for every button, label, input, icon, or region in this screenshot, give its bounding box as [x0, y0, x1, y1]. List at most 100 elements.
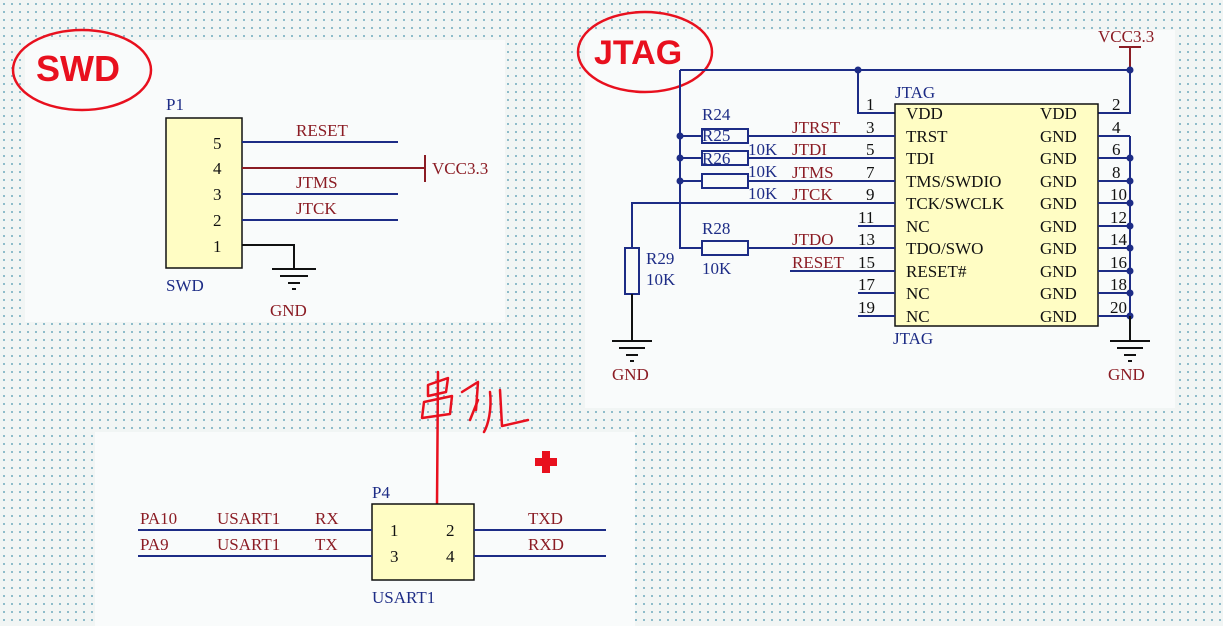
swd-pin-number: 5	[213, 134, 222, 153]
jtag-pin-number: 7	[866, 163, 875, 182]
jtag-pin-name: GND	[1040, 127, 1077, 146]
jtag-pin-name: VDD	[906, 104, 943, 123]
swd-net-label: RESET	[296, 121, 349, 140]
usart-footer: USART1	[372, 588, 435, 607]
swd-connector-body	[165, 117, 243, 269]
jtag-pin-number: 18	[1110, 275, 1127, 294]
jtag-pin-name: TMS/SWDIO	[906, 172, 1001, 191]
jtag-pin-number: 13	[858, 230, 875, 249]
swd-annotation-circle	[11, 28, 153, 112]
jtag-pin-name: TCK/SWCLK	[906, 194, 1005, 213]
jtag-pin-name: GND	[1040, 194, 1077, 213]
jtag-pin-number: 12	[1110, 208, 1127, 227]
jtag-pin-name: GND	[1040, 149, 1077, 168]
resistor-designator: R28	[702, 219, 730, 238]
resistor-r28	[701, 240, 749, 256]
jtag-pin-name: VDD	[1040, 104, 1077, 123]
jtag-net-label: JTCK	[792, 185, 833, 204]
jtag-pin-number: 16	[1110, 253, 1127, 272]
jtag-pin-number: 4	[1112, 118, 1121, 137]
usart-net-label: PA9	[140, 535, 169, 554]
resistor-value: 10K	[748, 140, 778, 159]
jtag-pin-number: 19	[858, 298, 875, 317]
usart-net-label: RXD	[528, 535, 564, 554]
jtag-header-label: JTAG	[895, 83, 935, 102]
jtag-pin-name: GND	[1040, 217, 1077, 236]
jtag-net-label: RESET	[792, 253, 845, 272]
jtag-net-label: JTRST	[792, 118, 841, 137]
usart-dir-label: RX	[315, 509, 339, 528]
jtag-section: JTAG VCC3.3 JTAG JTAG 1 VDD 3 TRST JTRST…	[576, 10, 1154, 384]
resistor-value: 10K	[748, 184, 778, 203]
resistor-designator: R29	[646, 249, 674, 268]
jtag-pin-name: TRST	[906, 127, 948, 146]
jtag-pin-name: GND	[1040, 284, 1077, 303]
usart-pin-number: 3	[390, 547, 399, 566]
resistor-r27	[701, 173, 749, 189]
jtag-pin-number: 8	[1112, 163, 1121, 182]
swd-power-label: VCC3.3	[432, 159, 488, 178]
resistor-value: 10K	[702, 259, 732, 278]
jtag-pin-name: NC	[906, 217, 930, 236]
usart-connector-body	[371, 503, 475, 581]
jtag-title: JTAG	[594, 34, 682, 72]
usart-pin-number: 1	[390, 521, 399, 540]
jtag-annotation-circle	[576, 10, 714, 94]
plus-icon-bar	[535, 458, 557, 466]
resistor-value: 10K	[646, 270, 676, 289]
resistor-r25	[701, 128, 749, 144]
ground-symbol	[1110, 340, 1150, 362]
jtag-connector-body	[894, 103, 1099, 327]
swd-designator: P1	[166, 95, 184, 114]
usart-net-label: PA10	[140, 509, 177, 528]
swd-pin-number: 3	[213, 185, 222, 204]
jtag-pin-number: 3	[866, 118, 875, 137]
jtag-pin-name: NC	[906, 307, 930, 326]
jtag-pin-name: NC	[906, 284, 930, 303]
jtag-pin-name: GND	[1040, 262, 1077, 281]
jtag-pin-name: TDO/SWO	[906, 239, 983, 258]
resistor-r26	[701, 150, 749, 166]
swd-section: SWD P1 SWD 5 RESET 4 VCC3.3 3 JTMS 2 JTC…	[11, 28, 488, 320]
ground-symbol	[272, 268, 316, 290]
swd-net-label: JTCK	[296, 199, 337, 218]
jtag-pin-number: 9	[866, 185, 875, 204]
jtag-net-label: JTMS	[792, 163, 834, 182]
swd-pin-number: 2	[213, 211, 222, 230]
usart-section: P4 USART1 PA10 USART1 RX 1 PA9 USART1 TX…	[138, 370, 606, 607]
jtag-net-label: JTDI	[792, 140, 827, 159]
jtag-pin-name: GND	[1040, 239, 1077, 258]
resistor-designator: R24	[702, 105, 731, 124]
jtag-pin-number: 20	[1110, 298, 1127, 317]
usart-pin-number: 4	[446, 547, 455, 566]
jtag-ground-label-left: GND	[612, 365, 649, 384]
jtag-pin-number: 17	[858, 275, 876, 294]
jtag-pin-name: TDI	[906, 149, 935, 168]
jtag-power-label: VCC3.3	[1098, 27, 1154, 46]
usart-net-label: TXD	[528, 509, 563, 528]
jtag-pin-number: 10	[1110, 185, 1127, 204]
jtag-footer: JTAG	[893, 329, 933, 348]
usart-designator: P4	[372, 483, 390, 502]
swd-pin-number: 1	[213, 237, 222, 256]
jtag-pin-number: 11	[858, 208, 874, 227]
jtag-pin-number: 15	[858, 253, 875, 272]
jtag-pin-name: GND	[1040, 307, 1077, 326]
jtag-pin-name: RESET#	[906, 262, 967, 281]
jtag-net-label: JTDO	[792, 230, 834, 249]
usart-func-label: USART1	[217, 509, 280, 528]
swd-footer: SWD	[166, 276, 204, 295]
jtag-pin-number: 14	[1110, 230, 1128, 249]
resistor-designator: R26	[702, 149, 730, 168]
resistor-designator: R25	[702, 126, 730, 145]
swd-pin-number: 4	[213, 159, 222, 178]
ground-symbol	[612, 340, 652, 362]
swd-net-label: JTMS	[296, 173, 338, 192]
jtag-pin-number: 6	[1112, 140, 1121, 159]
jtag-pin-number: 1	[866, 95, 875, 114]
usart-pin-number: 2	[446, 521, 455, 540]
jtag-pin-number: 2	[1112, 95, 1121, 114]
jtag-ground-label-right: GND	[1108, 365, 1145, 384]
handwritten-annotation	[420, 370, 530, 507]
